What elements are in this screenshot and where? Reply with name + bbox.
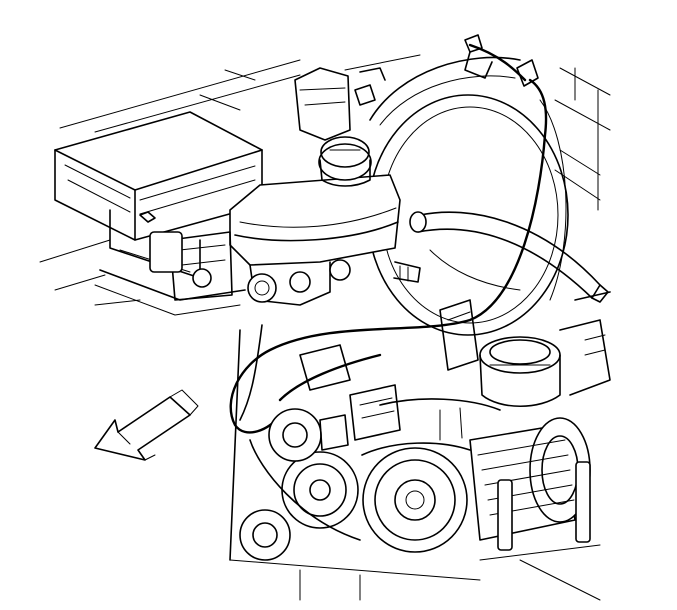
engine-front-cover xyxy=(229,324,501,561)
lower-engine xyxy=(229,544,601,601)
accessory-pulleys xyxy=(239,408,471,561)
throttle-body xyxy=(439,291,611,408)
direction-arrow-icon xyxy=(94,389,199,461)
alternator xyxy=(469,417,591,551)
body-panel-lines xyxy=(39,54,611,306)
vacuum-hose xyxy=(409,211,609,303)
reservoir-cap xyxy=(318,136,372,187)
upper-bracket xyxy=(294,67,386,141)
brake-line xyxy=(229,34,548,434)
master-cylinder xyxy=(149,174,421,306)
